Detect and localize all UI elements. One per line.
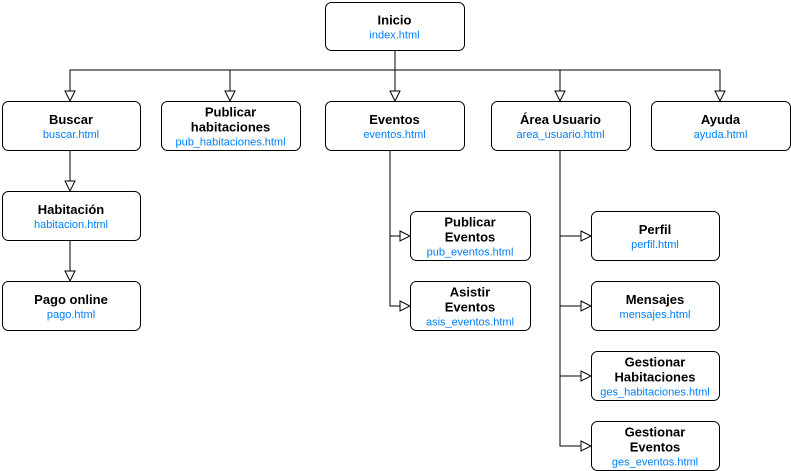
node-filename: eventos.html — [363, 129, 425, 141]
node-inicio: Inicio index.html — [325, 2, 465, 51]
node-box — [591, 351, 720, 401]
node-title: Pago online — [34, 292, 108, 307]
node-title: Habitación — [38, 202, 105, 217]
node-box — [591, 281, 720, 331]
node-title: Eventos — [445, 300, 496, 315]
node-box — [2, 191, 141, 241]
node-box — [325, 101, 465, 151]
node-title: Área Usuario — [520, 112, 601, 127]
node-title: Buscar — [49, 112, 93, 127]
node-filename: ges_habitaciones.html — [600, 387, 709, 399]
node-filename: area_usuario.html — [516, 129, 604, 141]
node-box — [491, 101, 631, 151]
connector-area-usuario-to-gestionar-eventos — [559, 150, 591, 446]
node-box — [591, 211, 720, 261]
connector-inicio-to-area-usuario — [394, 50, 560, 101]
node-filename: pago.html — [47, 309, 95, 321]
connectors — [70, 50, 720, 446]
node-filename: ges_eventos.html — [612, 457, 698, 469]
node-box — [161, 101, 301, 151]
node-filename: mensajes.html — [620, 309, 691, 321]
node-title: Publicar — [444, 215, 495, 230]
connector-inicio-to-buscar — [70, 50, 396, 101]
node-title: Asistir — [450, 285, 490, 300]
node-mensajes: Mensajes mensajes.html — [591, 281, 720, 331]
connector-area-usuario-to-perfil — [559, 150, 591, 236]
connector-area-usuario-to-mensajes — [559, 150, 591, 306]
node-box — [2, 281, 141, 331]
node-title: Gestionar — [625, 425, 686, 440]
node-title: Habitaciones — [615, 370, 696, 385]
connector-area-usuario-to-gestionar-habitaciones — [559, 150, 591, 376]
node-ayuda: Ayuda ayuda.html — [651, 101, 791, 151]
node-title: Publicar — [205, 105, 256, 120]
node-filename: pub_eventos.html — [427, 247, 514, 259]
node-filename: perfil.html — [631, 239, 679, 251]
node-filename: buscar.html — [43, 129, 99, 141]
node-title: Eventos — [630, 440, 681, 455]
node-box — [325, 2, 465, 51]
connector-inicio-to-ayuda — [394, 50, 720, 101]
node-box — [410, 281, 531, 331]
node-habitacion: Habitación habitacion.html — [2, 191, 141, 241]
node-filename: pub_habitaciones.html — [175, 137, 285, 149]
node-title: Eventos — [369, 112, 420, 127]
connector-inicio-to-publicar-habitaciones — [230, 50, 396, 101]
node-eventos: Eventos eventos.html — [325, 101, 465, 151]
node-filename: index.html — [369, 30, 419, 42]
node-title: Eventos — [445, 230, 496, 245]
node-perfil: Perfil perfil.html — [591, 211, 720, 261]
connector-eventos-to-asistir-eventos — [389, 150, 410, 306]
connector-eventos-to-publicar-eventos — [389, 150, 410, 236]
node-title: Ayuda — [701, 112, 741, 127]
node-filename: habitacion.html — [34, 219, 108, 231]
node-title: Inicio — [378, 13, 412, 28]
node-filename: ayuda.html — [694, 129, 748, 141]
node-pago-online: Pago online pago.html — [2, 281, 141, 331]
node-title: Gestionar — [625, 355, 686, 370]
node-title: habitaciones — [191, 120, 270, 135]
node-area-usuario: Área Usuario area_usuario.html — [491, 101, 631, 151]
node-title: Perfil — [639, 222, 672, 237]
node-box — [2, 101, 141, 151]
node-buscar: Buscar buscar.html — [2, 101, 141, 151]
node-title: Mensajes — [626, 292, 685, 307]
node-box — [410, 211, 531, 261]
node-filename: asis_eventos.html — [426, 317, 514, 329]
